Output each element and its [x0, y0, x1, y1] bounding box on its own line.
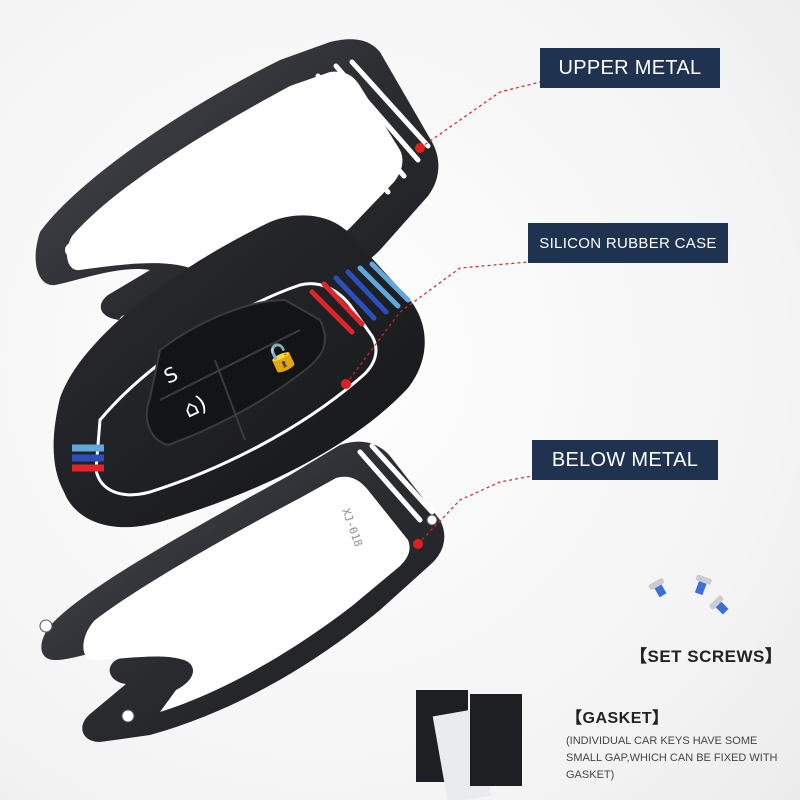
- gasket-caption: 【GASKET】: [566, 710, 669, 727]
- below-frame-screw-hole-left: [39, 619, 53, 633]
- gasket-note: (INDIVIDUAL CAR KEYS HAVE SOME SMALL GAP…: [566, 735, 778, 781]
- m-stripes-side: [72, 444, 104, 472]
- below-frame-screw-hole-bottom: [121, 709, 135, 723]
- gasket-pads: [416, 690, 522, 800]
- set-screws: [648, 574, 729, 615]
- m-stripes-top: [309, 261, 411, 335]
- silicon-rubber-case-label: SILICON RUBBER CASE: [528, 223, 728, 263]
- below-frame-screw-hole-top: [426, 514, 438, 526]
- upper-metal-frame: [35, 39, 439, 385]
- silicon-rubber-case: 🔓 S ⌂): [53, 215, 425, 528]
- set-screws-caption: 【SET SCREWS】: [630, 647, 783, 666]
- below-metal-label: BELOW METAL: [532, 440, 718, 480]
- upper-metal-label: UPPER METAL: [540, 48, 720, 88]
- leader-dots: [341, 143, 425, 549]
- below-frame-slots: [357, 443, 435, 523]
- leader-lines: [345, 81, 541, 545]
- button-panel: [145, 298, 326, 447]
- upper-frame-screw-hole: [65, 243, 79, 257]
- below-metal-frame: XJ-018: [39, 441, 445, 742]
- upper-frame-slots: [297, 59, 431, 195]
